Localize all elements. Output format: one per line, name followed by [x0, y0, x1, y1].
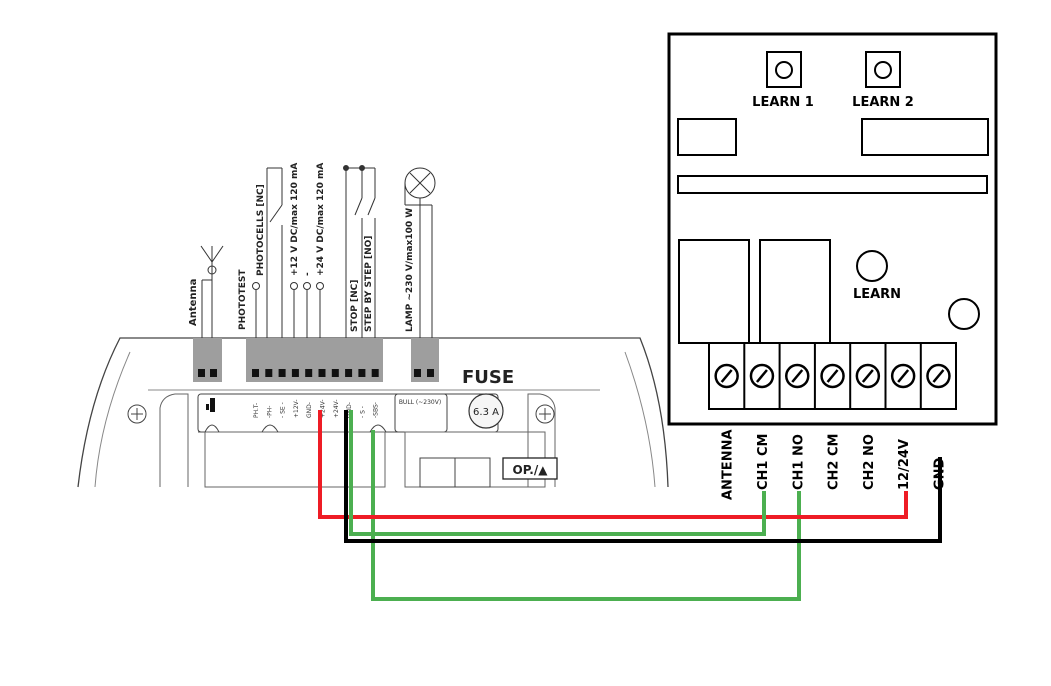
terminal-screw-slot [720, 369, 733, 383]
ground-icon [206, 398, 215, 412]
pin-label: -SBS- [373, 402, 380, 418]
terminal-label: CH1 NO [791, 434, 806, 490]
terminal-pin [265, 369, 273, 377]
terminal-pin [331, 369, 339, 377]
pin-label: +24V- [333, 399, 340, 418]
phototest-label: PHOTOTEST [238, 269, 248, 330]
terminal-label: CH1 CM [756, 434, 771, 490]
terminal-pin [278, 369, 286, 377]
pin-label: +24V- [320, 399, 327, 418]
supply-minus-label: - [303, 272, 313, 276]
terminal-pin [358, 369, 366, 377]
terminal-screw-slot [755, 369, 768, 383]
main-terminal-block [246, 338, 383, 382]
terminal-screw-slot [897, 369, 910, 383]
terminal-label: CH2 NO [862, 434, 877, 490]
green-wire-ch1-cm [349, 410, 766, 536]
fuse-label: FUSE [462, 367, 514, 388]
op-button-label: OP./▲ [513, 463, 549, 477]
pin-label: -PH- [266, 406, 273, 418]
lamp-terminal-block [411, 338, 439, 382]
terminal-screw-slot [826, 369, 839, 383]
step-label: STEP BY STEP [NO] [364, 236, 374, 332]
receiver-module [667, 32, 998, 426]
wires [318, 410, 942, 601]
pin-label: - SE - [280, 402, 287, 418]
op-button[interactable]: OP./▲ [502, 457, 558, 480]
supply-12v-label: +12 V DC/max 120 mA [290, 163, 300, 276]
antenna-label: Antenna [188, 279, 199, 326]
terminal-pin [305, 369, 313, 377]
antenna-terminal-block [193, 338, 222, 382]
lamp-pin-label: BULL (~230V) [399, 399, 441, 406]
red-wire-24v [318, 410, 908, 519]
learn-label: LEARN [853, 287, 901, 302]
terminal-pin [252, 369, 259, 377]
learn2-label: LEARN 2 [852, 95, 914, 110]
pin-labels: PH.T--PH-- SE -+12V-GND-+24V-+24V-GND-- … [253, 399, 380, 418]
pin-label: +12V- [293, 399, 300, 418]
terminal-screw-slot [932, 369, 945, 383]
photocells-label: PHOTOCELLS [NC] [256, 184, 266, 276]
terminal-pin [318, 369, 326, 377]
terminal-screw-slot [861, 369, 874, 383]
controller-board [77, 337, 669, 488]
black-wire-gnd [344, 410, 942, 543]
terminal-label: CH2 CM [827, 434, 842, 490]
supply-24v-label: +24 V DC/max 120 mA [316, 163, 326, 276]
fuse-value: 6.3 A [473, 407, 499, 418]
terminal-pin [371, 369, 379, 377]
stop-label: STOP [NC] [350, 280, 360, 332]
pin-label: - S - [359, 406, 366, 418]
controller-circuit-lines [252, 165, 436, 338]
terminal-pin [291, 369, 299, 377]
terminal-pin [345, 369, 353, 377]
terminal-screw-slot [791, 369, 804, 383]
learn1-label: LEARN 1 [752, 95, 814, 110]
pin-label: GND- [306, 402, 313, 418]
pin-label: PH.T- [253, 403, 260, 418]
terminal-label: 12/24V [897, 439, 912, 490]
lamp-label: LAMP ~230 V/max100 W [405, 208, 415, 332]
green-wire-ch1-no [371, 430, 801, 601]
terminal-label: ANTENNA [721, 429, 736, 500]
fuse-icon [468, 393, 504, 429]
antenna-icon [200, 245, 224, 338]
